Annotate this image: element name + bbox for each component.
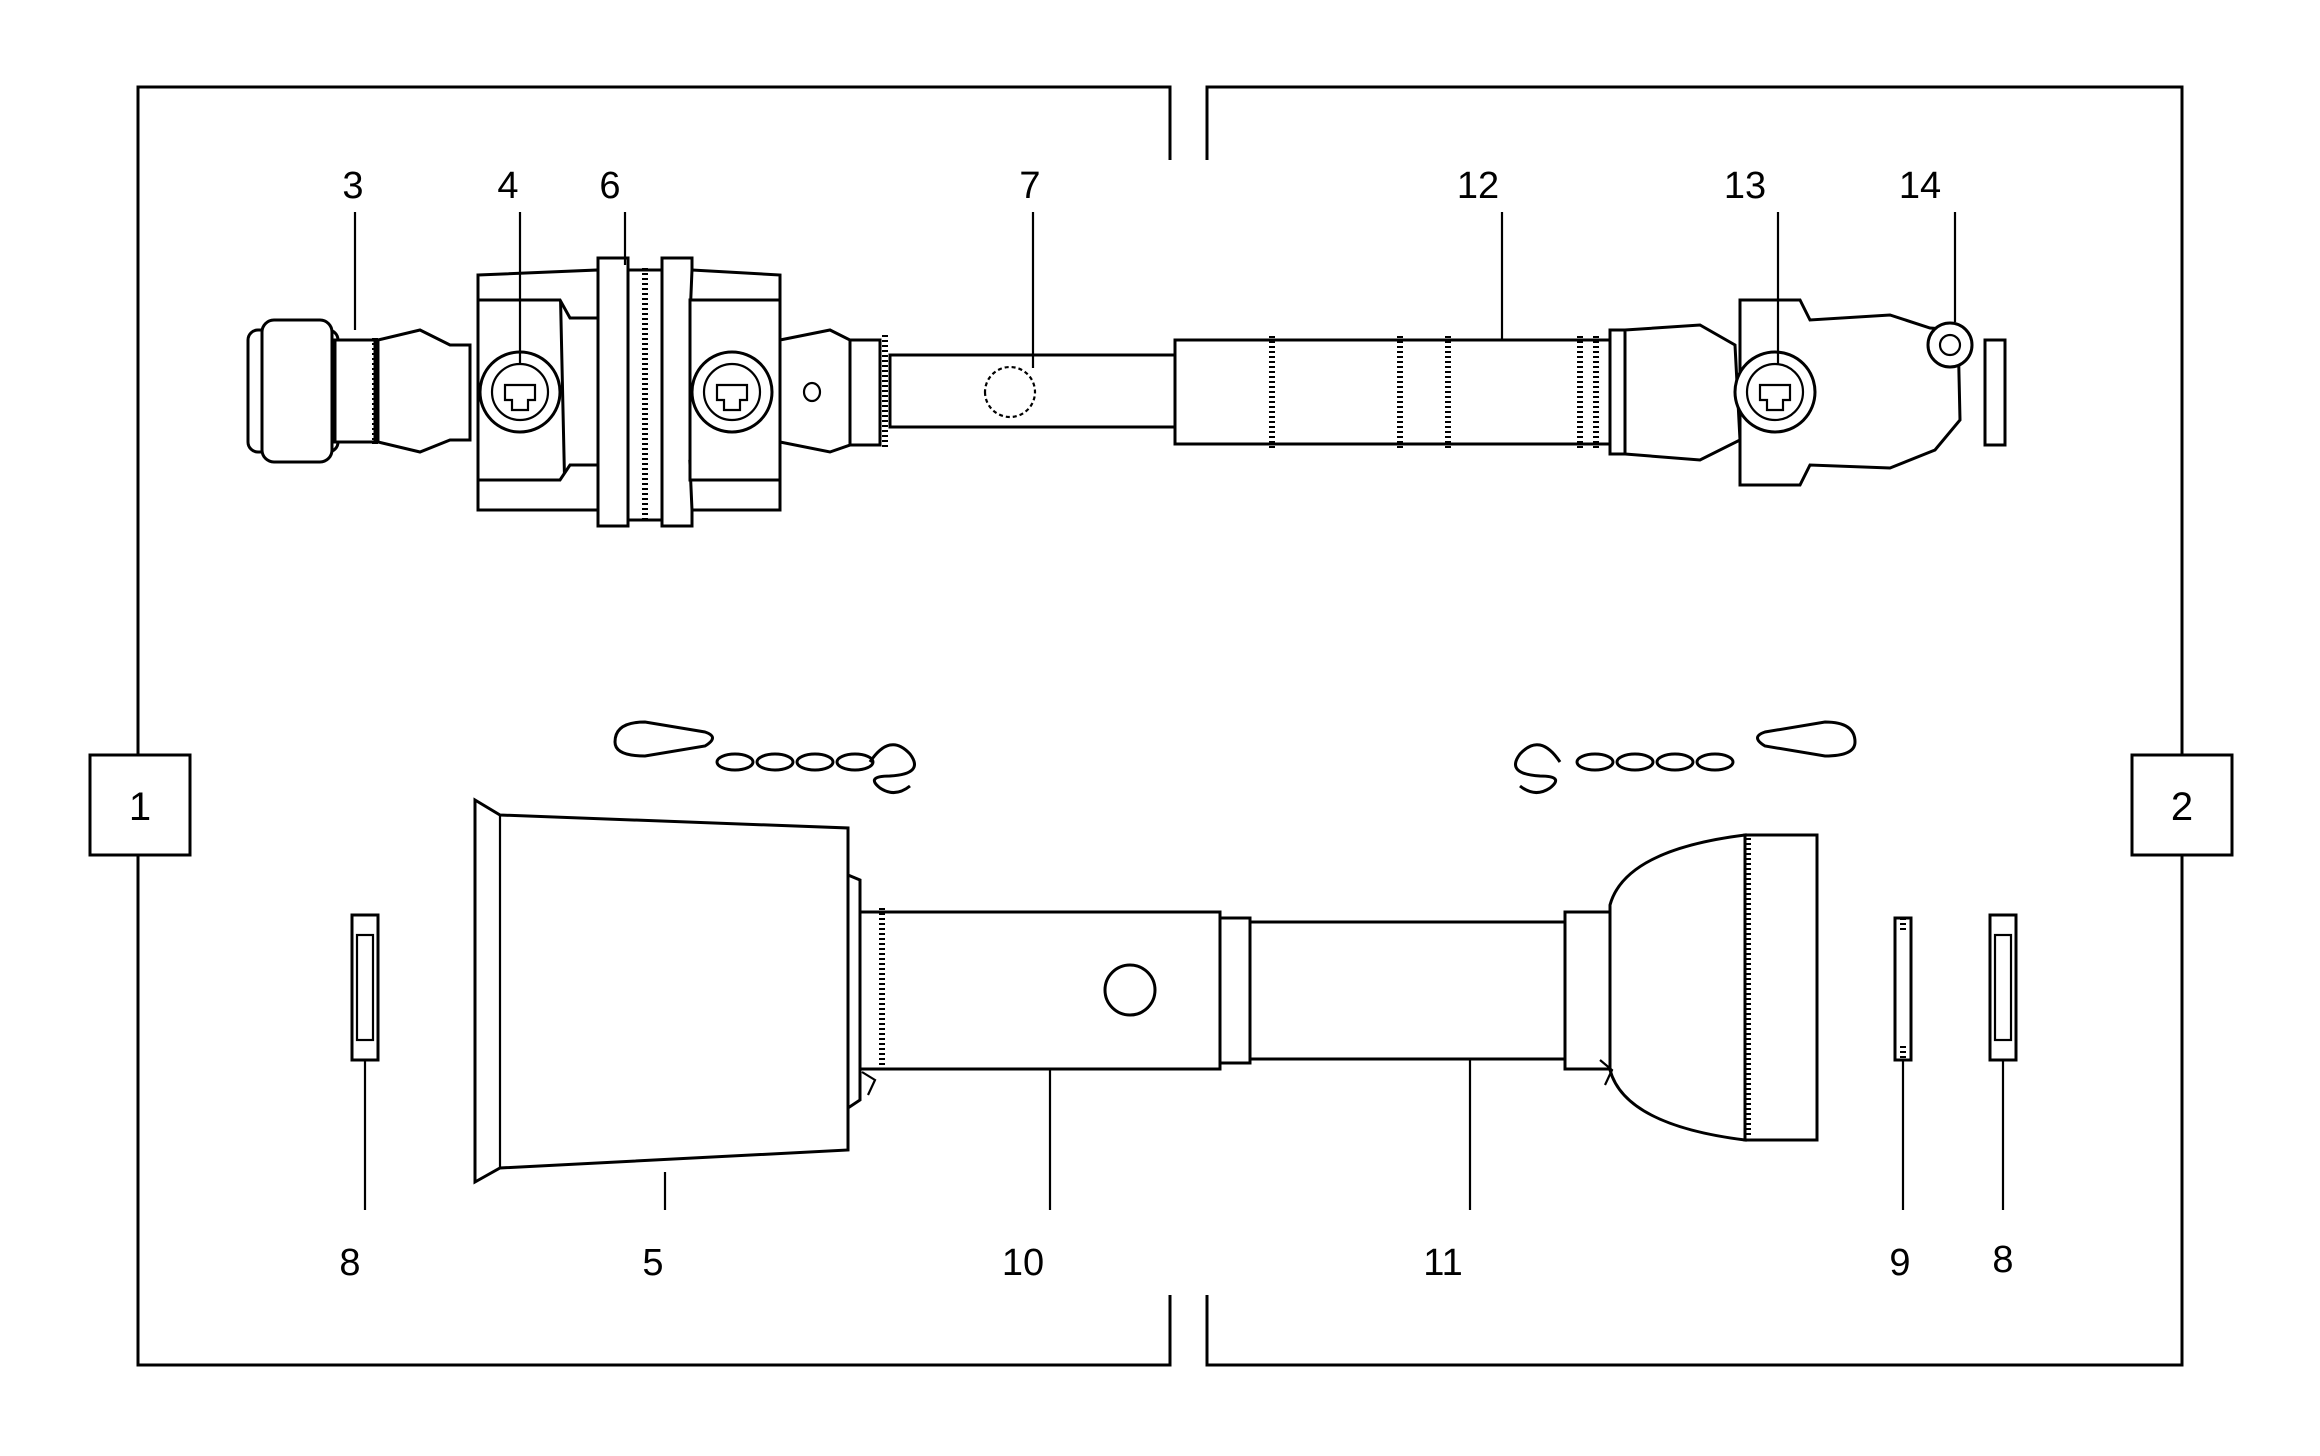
assembly-box-1: 1 [88,753,192,857]
safety-chain-left [613,720,916,794]
cv-centre-housing [596,256,694,528]
nylon-ring [1893,916,1913,1062]
callout-13: 13 [1724,165,1766,207]
callout-7: 7 [1019,165,1040,207]
callout-3: 3 [342,165,363,207]
top-shaft-assembly [246,256,2007,528]
callout-11: 11 [1423,1242,1462,1284]
frame-left [136,85,1172,1367]
callout-8-right: 8 [1992,1239,2013,1281]
leader-lines [353,212,2005,1210]
assembly-box-2: 2 [2130,753,2234,857]
callout-4: 4 [497,165,518,207]
outer-profile-tube [1173,328,1627,456]
assembly-label-2: 2 [2171,785,2193,829]
push-pin-collar [246,318,472,464]
assembly-label-1: 1 [129,785,151,829]
guard-assembly [473,797,1819,1185]
safety-chain-right [1514,720,1857,794]
callout-6: 6 [599,165,620,207]
callout-10: 10 [1002,1242,1044,1284]
bearing-ring-left [350,913,380,1062]
yoke-tractor-side [1623,298,2007,487]
callout-8-left: 8 [339,1242,360,1284]
frame-right [1205,85,2184,1367]
yoke-left [476,268,600,512]
callout-9: 9 [1889,1242,1910,1284]
yoke-right [688,268,888,512]
callout-12: 12 [1457,165,1499,207]
bearing-ring-right [1988,913,2018,1062]
callout-14: 14 [1899,165,1941,207]
callout-5: 5 [642,1242,663,1284]
